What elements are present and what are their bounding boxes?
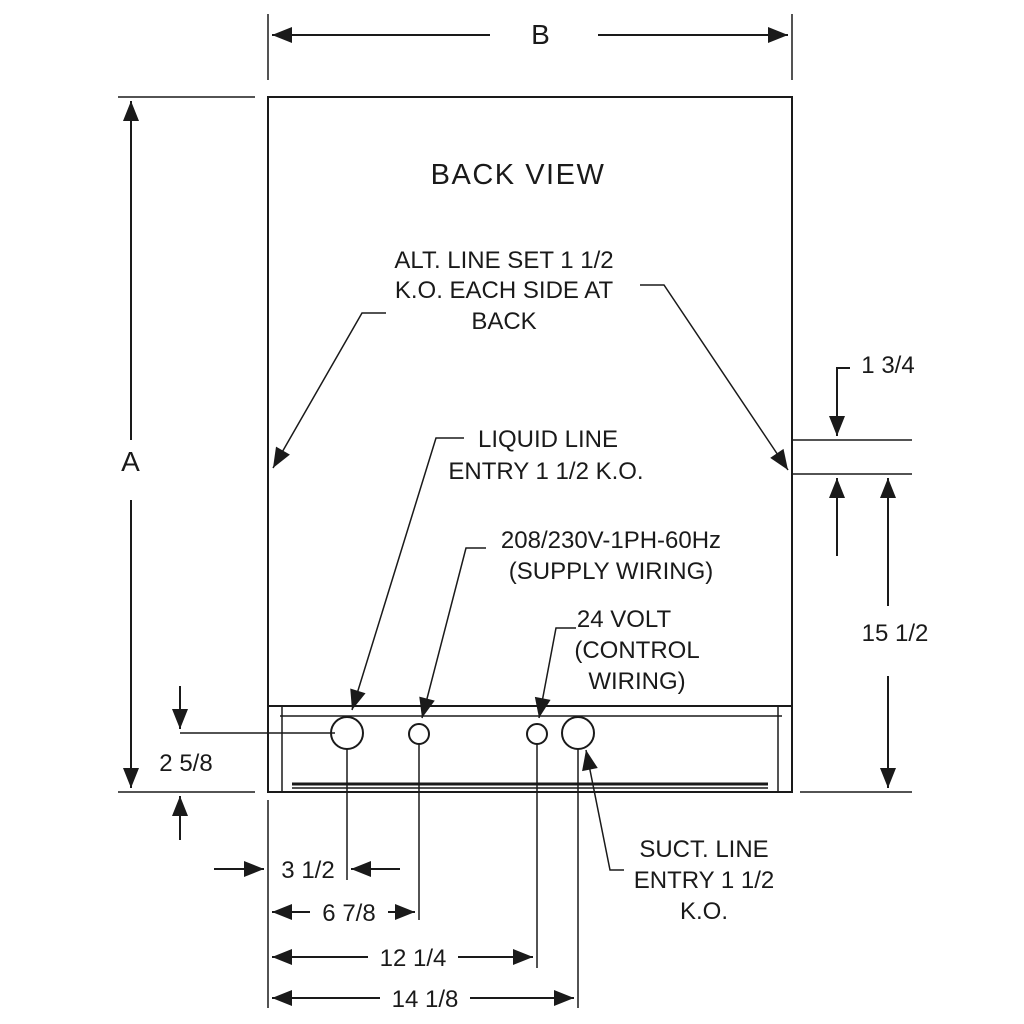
- dim-bottom-height-label: 2 5/8: [159, 750, 212, 777]
- alt-line-label-line-2: K.O. EACH SIDE AT: [395, 277, 614, 304]
- liquid-line-label-line-1: LIQUID LINE: [478, 426, 618, 453]
- dim-control-offset-label: 12 1/4: [380, 945, 447, 972]
- alt-line-left-leader: [272, 312, 386, 469]
- control-wiring-knockout: [526, 723, 548, 745]
- dim-a-label: A: [121, 446, 141, 477]
- dim-liquid-offset-label: 3 1/2: [281, 857, 334, 884]
- suction-line-knockout: [561, 716, 595, 750]
- view-title: BACK VIEW: [431, 159, 606, 191]
- supply-wiring-label-line-2: (SUPPLY WIRING): [509, 558, 713, 585]
- suction-line-label-line-3: K.O.: [680, 898, 728, 925]
- liquid-line-knockout: [330, 716, 364, 750]
- dim-suction-offset-label: 14 1/8: [392, 986, 459, 1013]
- cabinet-outline: [267, 96, 793, 793]
- suction-line-leader: [582, 749, 624, 871]
- liquid-line-leader: [350, 437, 464, 711]
- control-wiring-label: 24 VOLT (CONTROL WIRING): [574, 606, 699, 695]
- alt-line-label-line-1: ALT. LINE SET 1 1/2: [394, 247, 613, 274]
- suction-line-label: SUCT. LINE ENTRY 1 1/2 K.O.: [634, 836, 775, 925]
- supply-wiring-label-line-1: 208/230V-1PH-60Hz: [501, 527, 721, 554]
- dim-supply-offset-label: 6 7/8: [322, 900, 375, 927]
- dim-side-offset-label: 1 3/4: [861, 352, 914, 379]
- control-wiring-label-line-2: (CONTROL: [574, 637, 699, 664]
- supply-wiring-knockout: [408, 723, 430, 745]
- liquid-line-label-line-2: ENTRY 1 1/2 K.O.: [448, 458, 643, 485]
- alt-line-label-line-3: BACK: [471, 308, 536, 335]
- control-wiring-label-line-3: WIRING): [588, 668, 685, 695]
- dim-b-label: B: [531, 19, 551, 50]
- control-wiring-leader: [534, 627, 576, 719]
- control-wiring-label-line-1: 24 VOLT: [577, 606, 672, 633]
- suction-line-label-line-1: SUCT. LINE: [639, 836, 768, 863]
- supply-wiring-leader: [419, 547, 486, 719]
- supply-wiring-label: 208/230V-1PH-60Hz (SUPPLY WIRING): [501, 527, 721, 585]
- alt-line-label: ALT. LINE SET 1 1/2 K.O. EACH SIDE AT BA…: [394, 247, 613, 335]
- dim-side-height-label: 15 1/2: [862, 620, 929, 647]
- alt-line-right-leader: [640, 284, 789, 471]
- liquid-line-label: LIQUID LINE ENTRY 1 1/2 K.O.: [448, 426, 643, 485]
- suction-line-label-line-2: ENTRY 1 1/2: [634, 867, 775, 894]
